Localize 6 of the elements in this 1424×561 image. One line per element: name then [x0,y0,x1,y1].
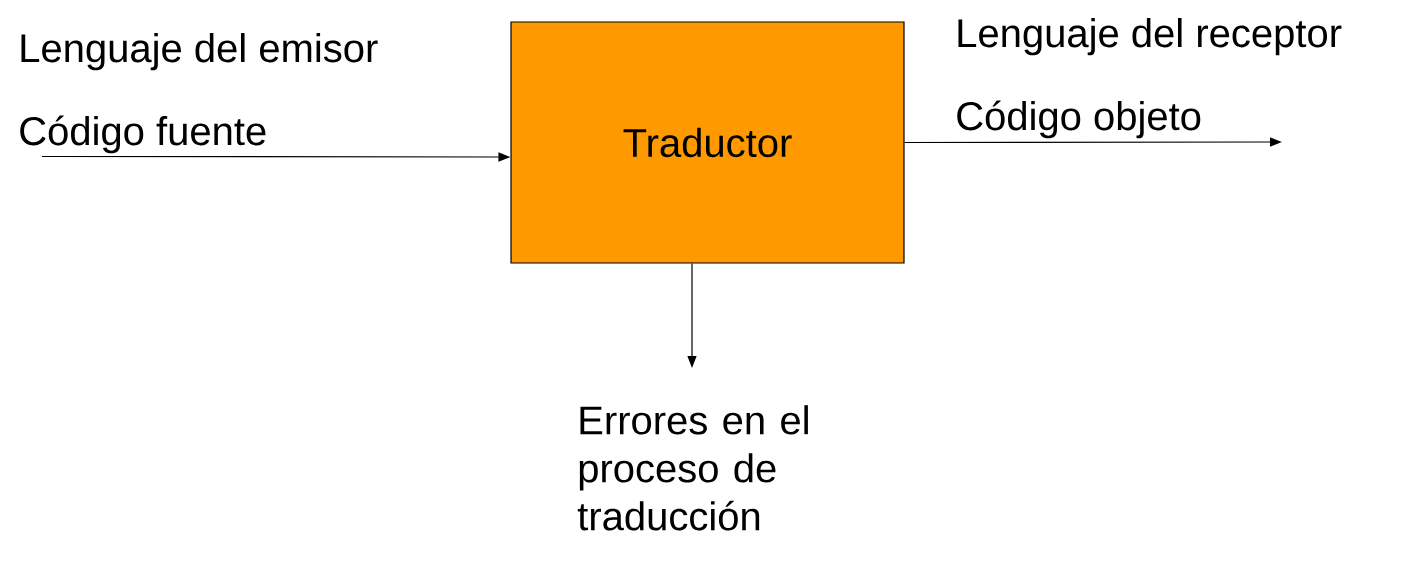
label-text: Lenguaje del emisor [21,33,378,71]
label-text: Código objeto [957,100,1201,139]
label-text: Lenguaje del receptor [958,18,1342,56]
output-text: Errores en el proceso de traducción [577,405,808,531]
process-box: Traductor [510,21,905,264]
source-text: Código fuente [20,115,266,154]
